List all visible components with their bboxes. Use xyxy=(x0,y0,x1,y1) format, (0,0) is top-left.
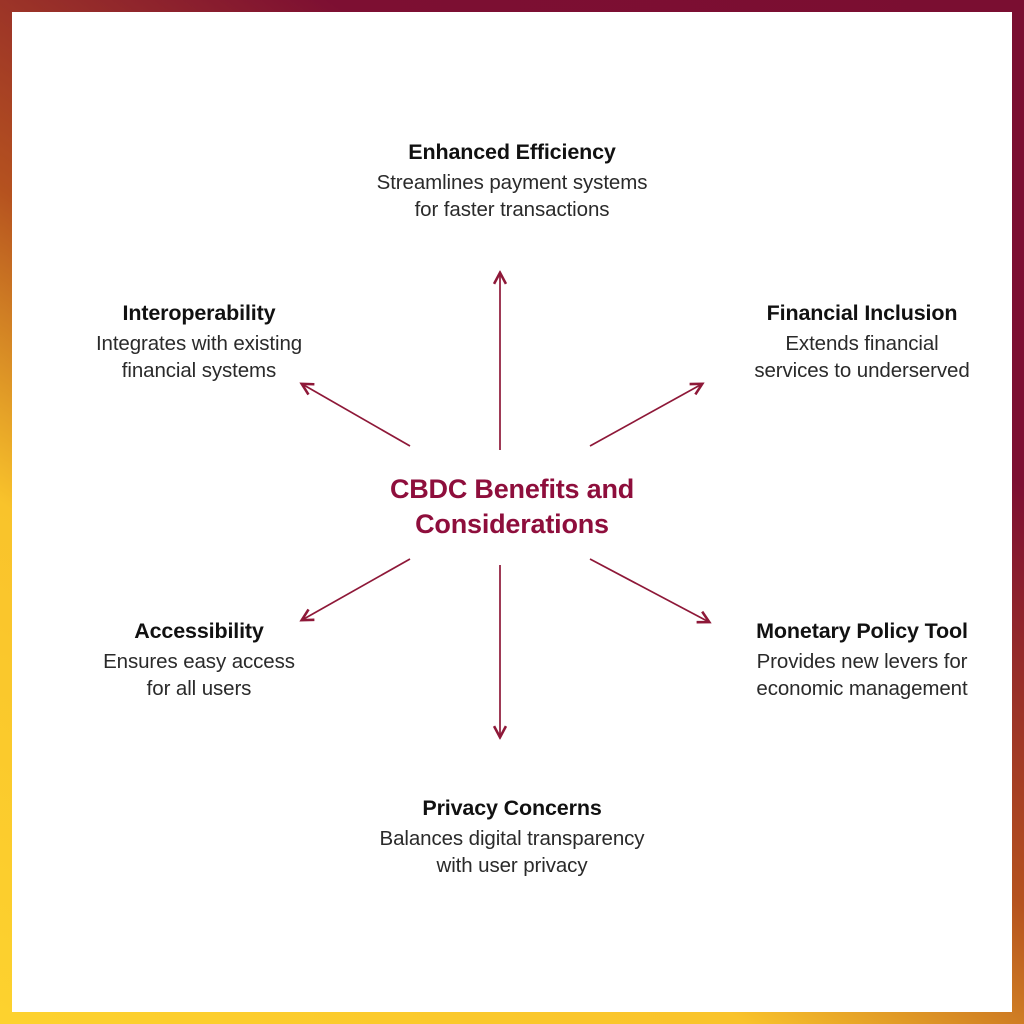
node-description-line-2: services to underserved xyxy=(754,359,970,382)
arrow-to-monetary-policy-tool xyxy=(589,558,709,622)
node-title: Monetary Policy Tool xyxy=(756,619,968,643)
node-description-line-1: Provides new levers for xyxy=(756,650,968,674)
node-title: Financial Inclusion xyxy=(766,301,958,325)
node-description-line-2: economic management xyxy=(756,677,968,700)
node-description: Ensures easy access for all users xyxy=(54,649,344,702)
node-title: Accessibility xyxy=(134,619,264,643)
center-title: CBDC Benefits and Considerations xyxy=(12,472,1012,542)
diagram-inner-panel: CBDC Benefits and Considerations Enhance… xyxy=(12,12,1012,1012)
center-title-line-2: Considerations xyxy=(415,509,609,540)
node-title: Enhanced Efficiency xyxy=(408,140,616,164)
arrow-to-interoperability xyxy=(302,384,411,447)
node-description-line-2: with user privacy xyxy=(436,854,588,877)
node-description-line-1: Balances digital transparency xyxy=(379,827,645,851)
node-monetary-policy-tool[interactable]: Monetary Policy Tool Provides new levers… xyxy=(712,619,1012,703)
node-privacy-concerns[interactable]: Privacy Concerns Balances digital transp… xyxy=(352,796,672,880)
node-description-line-2: financial systems xyxy=(121,359,277,382)
center-hub: CBDC Benefits and Considerations xyxy=(12,472,1012,542)
node-enhanced-efficiency[interactable]: Enhanced Efficiency Streamlines payment … xyxy=(352,140,672,224)
node-interoperability[interactable]: Interoperability Integrates with existin… xyxy=(54,301,344,385)
node-description: Provides new levers for economic managem… xyxy=(712,649,1012,702)
node-description-line-1: Extends financial xyxy=(785,332,939,356)
arrow-to-accessibility xyxy=(302,558,411,620)
node-description: Streamlines payment systems for faster t… xyxy=(352,170,672,223)
node-description-line-2: for all users xyxy=(146,677,252,700)
node-description-line-1: Streamlines payment systems xyxy=(376,171,648,195)
node-accessibility[interactable]: Accessibility Ensures easy access for al… xyxy=(54,619,344,703)
node-description: Integrates with existing financial syste… xyxy=(54,331,344,384)
arrow-to-financial-inclusion xyxy=(589,384,702,447)
node-financial-inclusion[interactable]: Financial Inclusion Extends financial se… xyxy=(712,301,1012,385)
node-description-line-1: Ensures easy access xyxy=(103,650,295,674)
center-title-line-1: CBDC Benefits and xyxy=(389,474,635,504)
node-title: Interoperability xyxy=(122,301,276,325)
node-description: Extends financial services to underserve… xyxy=(712,331,1012,384)
node-description-line-2: for faster transactions xyxy=(414,198,610,221)
node-description-line-1: Integrates with existing xyxy=(95,332,303,356)
node-title: Privacy Concerns xyxy=(422,796,602,820)
node-description: Balances digital transparency with user … xyxy=(352,826,672,879)
